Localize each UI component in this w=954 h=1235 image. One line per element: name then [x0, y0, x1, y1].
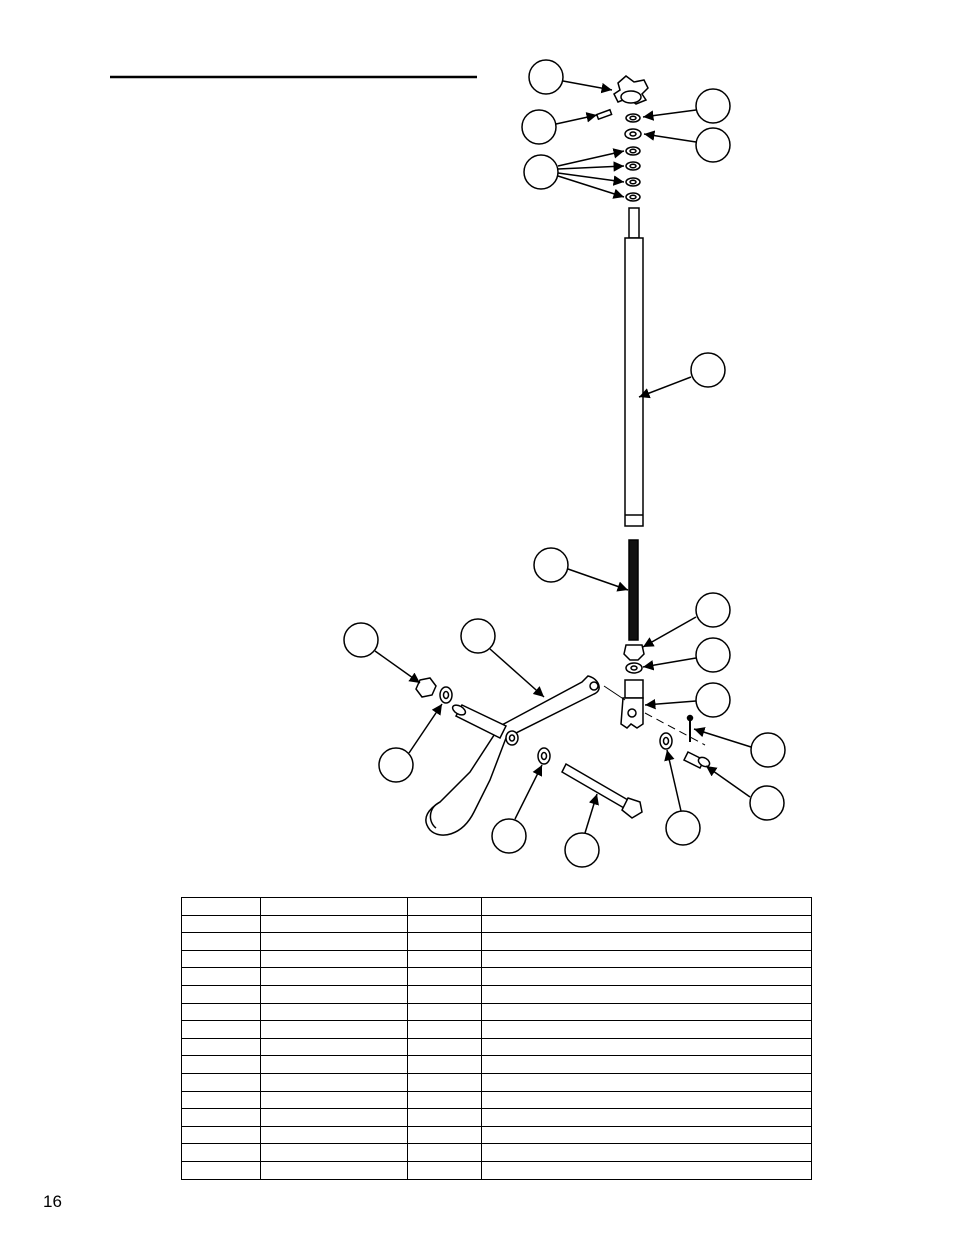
table-row: [181, 1125, 812, 1145]
pivot-tube: [451, 704, 508, 740]
table-row: [181, 932, 812, 951]
callout-8: [642, 592, 731, 648]
shaft-tube: [624, 207, 644, 527]
callout-1: [528, 59, 613, 95]
callout-9: [642, 637, 731, 673]
callout-7: [533, 547, 629, 592]
pedal-arm: [425, 675, 600, 836]
callout-15: [491, 764, 543, 854]
callout-18: [460, 618, 545, 698]
callout-12: [705, 765, 785, 821]
callout-14: [564, 793, 600, 868]
table-row: [181, 949, 812, 969]
table-row: [181, 1020, 812, 1039]
table-row: [181, 967, 812, 986]
callout-4: [643, 127, 731, 163]
table-row: [181, 1072, 812, 1092]
page-number: 16: [43, 1192, 62, 1211]
clevis: [620, 679, 644, 729]
table-row: [181, 914, 812, 934]
hex-bolt: [561, 762, 643, 819]
parts-drawing: [415, 75, 711, 836]
parts-list-table: [181, 897, 812, 1180]
callout-5: [523, 148, 625, 199]
callouts: [343, 59, 786, 868]
threaded-rod: [628, 539, 639, 641]
knob: [613, 75, 649, 105]
callout-17: [343, 622, 421, 684]
callout-6: [638, 352, 726, 399]
exploded-parts-diagram: [110, 59, 786, 868]
table-row: [181, 984, 812, 1004]
table-row: [181, 1090, 812, 1110]
callout-13: [664, 749, 701, 846]
table-row: [181, 1037, 812, 1057]
lock-nut: [415, 677, 437, 698]
callout-16: [378, 703, 443, 783]
table-row: [181, 1143, 812, 1162]
callout-11: [693, 727, 786, 768]
table-row: [181, 1055, 812, 1074]
jam-nut: [623, 644, 645, 661]
callout-3: [642, 88, 731, 124]
table-row: [181, 1002, 812, 1022]
roll-pin: [595, 108, 613, 121]
table-row: [181, 897, 812, 916]
clevis-pin: [682, 750, 711, 770]
callout-10: [644, 682, 731, 718]
table-row: [181, 1160, 812, 1180]
table-row: [181, 1108, 812, 1127]
callout-2: [521, 109, 598, 145]
washer-stack: [624, 113, 642, 202]
